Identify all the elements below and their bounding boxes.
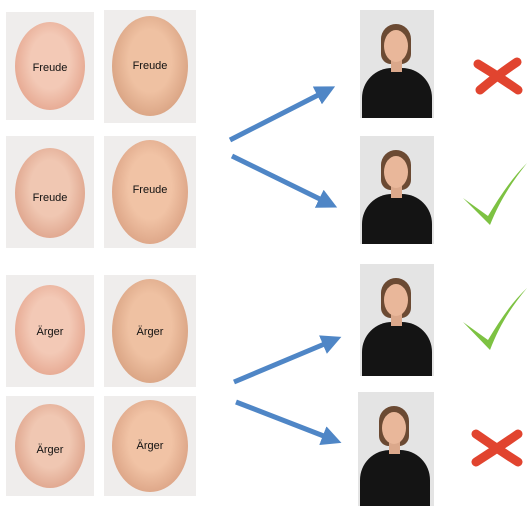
face-label: Ärger — [136, 440, 164, 452]
baby-face-smiling — [15, 148, 85, 238]
check-icon — [463, 288, 527, 350]
arrow-up-1 — [228, 86, 336, 143]
woman-photo-neutral — [360, 10, 434, 118]
cross-icon — [473, 57, 523, 95]
man-face-frowning — [112, 279, 188, 383]
face-tile-crying-baby-2 — [6, 275, 94, 387]
face-label: Ärger — [136, 326, 164, 338]
face-tile-frowning-man-1 — [104, 10, 196, 123]
man-face-smiling — [112, 140, 188, 244]
face-label: Freude — [132, 60, 168, 72]
woman-photo-smiling — [360, 136, 434, 244]
face-label: Freude — [32, 192, 68, 204]
baby-face-crying — [15, 22, 85, 110]
face-tile-smiling-man-2 — [104, 396, 196, 496]
man-face-frowning — [112, 16, 188, 116]
arrow-down-2 — [235, 399, 342, 445]
face-label: Ärger — [36, 444, 64, 456]
arrow-down-1 — [230, 153, 338, 208]
cross-icon — [471, 429, 523, 467]
woman-photo-neutral — [360, 264, 434, 376]
check-icon — [463, 163, 527, 225]
arrow-up-2 — [233, 335, 342, 385]
face-tile-crying-baby-1 — [6, 12, 94, 120]
face-tile-smiling-baby-1 — [6, 136, 94, 248]
face-label: Freude — [132, 184, 168, 196]
face-tile-smiling-man-1 — [104, 136, 196, 248]
face-tile-frowning-man-2 — [104, 275, 196, 387]
face-label: Freude — [32, 62, 68, 74]
baby-face-smiling — [15, 404, 85, 488]
baby-face-crying — [15, 285, 85, 375]
man-face-smiling — [112, 400, 188, 492]
woman-photo-smiling — [358, 392, 434, 506]
face-tile-smiling-baby-2 — [6, 396, 94, 496]
face-label: Ärger — [36, 326, 64, 338]
